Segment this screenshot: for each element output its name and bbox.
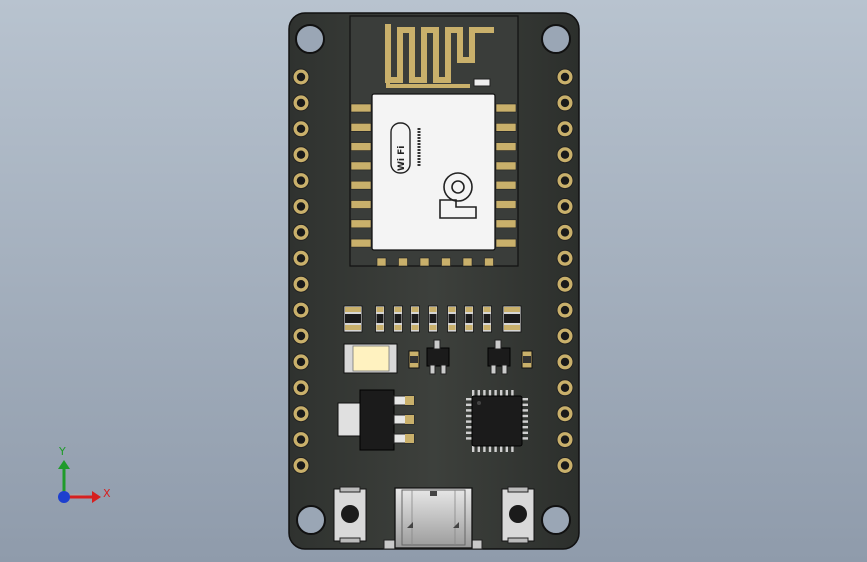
micro-usb-port[interactable] <box>383 487 483 550</box>
module-pad <box>350 161 372 171</box>
module-pad <box>376 257 387 267</box>
module-pad <box>462 257 473 267</box>
smd-resistor <box>428 305 438 333</box>
mounting-hole-bottom-left <box>296 505 326 535</box>
header-pin[interactable] <box>556 249 574 267</box>
module-pad <box>350 142 372 151</box>
mounting-hole-bottom-right <box>541 505 571 535</box>
header-pin[interactable] <box>292 327 310 345</box>
pin-header-right[interactable] <box>556 68 574 474</box>
header-pin[interactable] <box>292 457 310 474</box>
espressif-logo-icon <box>439 172 477 219</box>
module-pad <box>350 180 372 190</box>
smd-resistor <box>375 305 385 333</box>
header-pin[interactable] <box>292 275 310 293</box>
header-pin[interactable] <box>556 431 574 449</box>
power-led[interactable] <box>343 343 398 374</box>
header-pin[interactable] <box>556 457 574 474</box>
flash-button[interactable] <box>501 486 535 544</box>
smd-resistor <box>410 305 420 333</box>
header-pin[interactable] <box>292 146 310 164</box>
module-pad <box>495 142 517 151</box>
header-pin[interactable] <box>292 172 310 190</box>
mounting-hole-top-left <box>295 24 325 54</box>
header-pin[interactable] <box>292 431 310 449</box>
header-pin[interactable] <box>556 223 574 241</box>
transistor-q2 <box>487 339 511 375</box>
module-pad <box>495 123 517 132</box>
module-pad <box>495 103 517 113</box>
z-axis-icon <box>58 491 70 503</box>
pin-header-left[interactable] <box>292 68 310 474</box>
wifi-logo <box>390 122 411 174</box>
header-pin[interactable] <box>556 146 574 164</box>
smd-resistor <box>502 305 522 333</box>
module-pad <box>350 238 372 248</box>
pcb-antenna <box>385 24 494 83</box>
smd-resistor <box>464 305 474 333</box>
reset-button[interactable] <box>333 486 367 544</box>
module-pad <box>495 238 517 248</box>
module-pad <box>419 257 430 267</box>
header-pin[interactable] <box>556 120 574 138</box>
module-pad <box>350 123 372 132</box>
wifi-module[interactable]: Wi Fi <box>349 15 519 267</box>
coordinate-triad: Y X <box>58 445 111 503</box>
wifi-logo-text: Wi Fi <box>397 146 407 171</box>
header-pin[interactable] <box>292 405 310 423</box>
header-pin[interactable] <box>556 327 574 345</box>
smd-resistor <box>482 305 492 333</box>
header-pin[interactable] <box>292 120 310 138</box>
smd-resistor <box>343 305 363 333</box>
module-pad <box>495 180 517 190</box>
header-pin[interactable] <box>556 198 574 215</box>
header-pin[interactable] <box>556 94 574 112</box>
module-pad <box>398 257 408 267</box>
passive-components-row <box>343 305 522 333</box>
header-pin[interactable] <box>292 223 310 241</box>
voltage-regulator <box>337 389 415 451</box>
header-pin[interactable] <box>556 405 574 423</box>
wifi-shield-can[interactable] <box>371 93 496 251</box>
header-pin[interactable] <box>556 301 574 319</box>
module-pad <box>350 200 372 209</box>
module-pad <box>484 257 494 267</box>
smd-resistor <box>393 305 403 333</box>
header-pin[interactable] <box>292 301 310 319</box>
antenna-component <box>473 78 491 87</box>
triad-x-label: X <box>103 487 111 500</box>
header-pin[interactable] <box>556 379 574 397</box>
header-pin[interactable] <box>292 379 310 397</box>
mounting-holes <box>295 24 571 535</box>
mounting-hole-top-right <box>541 24 571 54</box>
usb-uart-chip <box>466 390 528 452</box>
header-pin[interactable] <box>292 353 310 371</box>
header-pin[interactable] <box>556 172 574 190</box>
triad-y-label: Y <box>58 445 66 458</box>
module-pad <box>441 257 451 267</box>
header-pin[interactable] <box>556 353 574 371</box>
header-pin[interactable] <box>292 198 310 215</box>
module-pad <box>495 219 517 229</box>
module-pad <box>350 219 372 229</box>
module-pad <box>495 200 517 209</box>
smd-resistor <box>447 305 457 333</box>
header-pin[interactable] <box>292 94 310 112</box>
header-pin[interactable] <box>292 249 310 267</box>
header-pin[interactable] <box>556 68 574 86</box>
header-pin[interactable] <box>292 68 310 86</box>
transistor-q1 <box>426 339 450 375</box>
header-pin[interactable] <box>556 275 574 293</box>
module-pad <box>495 161 517 171</box>
module-pad <box>350 103 372 113</box>
